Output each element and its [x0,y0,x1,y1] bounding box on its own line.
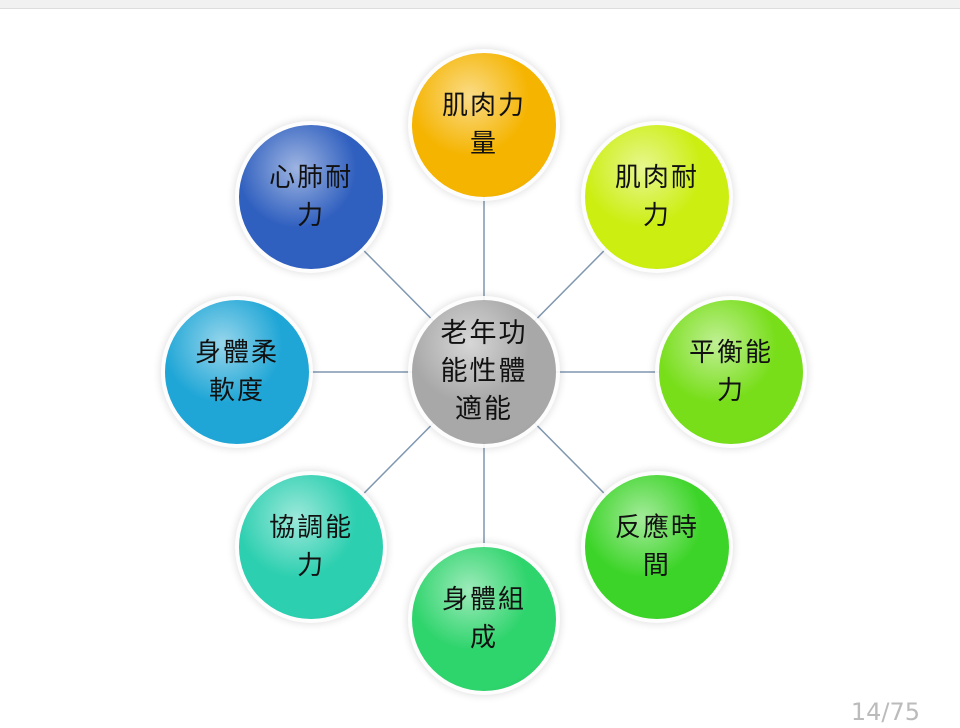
node-label: 肌肉力量 [441,91,526,159]
center-label: 老年功能性體適能 [440,318,528,425]
diagram-node: 反應時間 [584,474,729,619]
diagram-node: 身體柔軟度 [165,300,309,444]
node-label: 協調能力 [269,512,354,581]
diagram-node: 平衡能力 [659,300,803,444]
diagram-node: 肌肉力量 [412,53,556,197]
diagram-node: 心肺耐力 [239,125,384,270]
node-label: 平衡能力 [688,338,773,406]
node-label: 身體柔軟度 [194,338,279,406]
page-indicator: 14/75 [850,698,920,726]
diagram-node: 肌肉耐力 [584,125,729,270]
node-label: 心肺耐力 [269,163,354,232]
top-bar [0,0,960,9]
diagram-node: 身體組成 [412,547,556,691]
node-label: 反應時間 [614,512,699,581]
diagram-node: 協調能力 [239,474,384,619]
node-label: 肌肉耐力 [614,163,699,232]
center-node: 老年功能性體適能 [412,300,556,444]
node-label: 身體組成 [441,585,526,653]
